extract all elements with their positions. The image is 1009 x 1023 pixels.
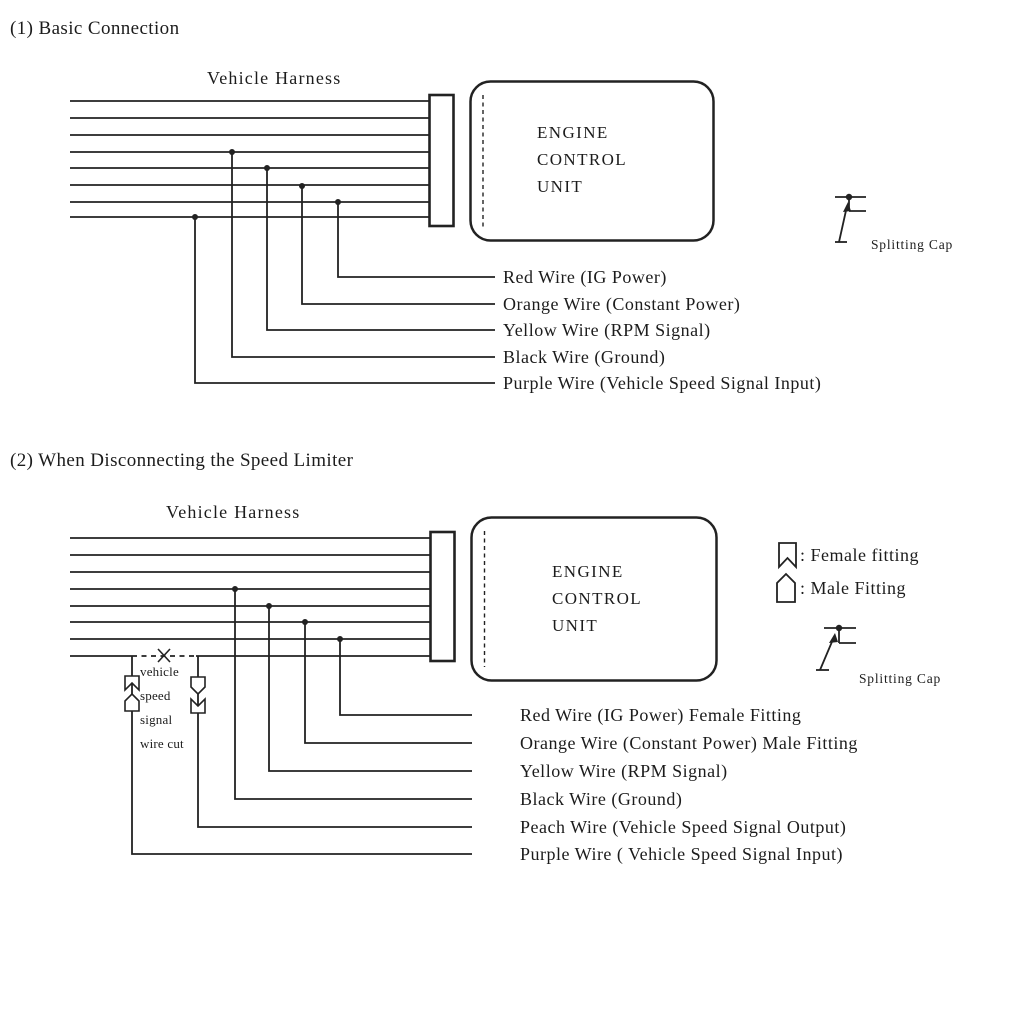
s2-ecu-box: [470, 516, 718, 682]
s2-wire-label-orange: Orange Wire (Constant Power) Male Fittin…: [520, 733, 858, 753]
female-fitting-icon: [190, 697, 206, 714]
section2-heading: (2) When Disconnecting the Speed Limiter: [10, 450, 354, 471]
s2-cut-note: vehicle speed signal wire cut: [140, 664, 184, 751]
s2-wire-label-peach: Peach Wire (Vehicle Speed Signal Output): [520, 817, 847, 837]
s1-wire-label-orange: Orange Wire (Constant Power): [503, 294, 741, 314]
s1-ecu-box: [469, 80, 715, 242]
s2-splitting-cap-icon: [816, 624, 856, 671]
cut-mark-icon: [157, 648, 171, 663]
s1-ecu-label: ENGINE CONTROL UNIT: [537, 123, 628, 196]
s2-wire-label-purple: Purple Wire ( Vehicle Speed Signal Input…: [520, 844, 844, 864]
s2-vehicle-harness-label: Vehicle Harness: [166, 502, 301, 522]
s1-wire-label-red: Red Wire (IG Power): [503, 267, 667, 287]
male-fitting-icon: [124, 692, 140, 712]
s1-tap-leads: [194, 152, 495, 384]
s2-harness-wires: [70, 537, 430, 640]
s2-tap-leads: [234, 589, 472, 800]
s2-wire-label-red: Red Wire (IG Power) Female Fitting: [520, 705, 802, 725]
s2-wire-label-yellow: Yellow Wire (RPM Signal): [520, 761, 728, 781]
s1-splitting-cap-label: Splitting Cap: [871, 237, 954, 252]
s1-connector-block: [428, 93, 455, 228]
legend-female-fitting-icon: [778, 542, 797, 570]
s2-ecu-label: ENGINE CONTROL UNIT: [552, 562, 643, 635]
s2-wire-fittings: [124, 675, 206, 714]
s1-harness-wires: [70, 100, 429, 218]
s1-wire-label-purple: Purple Wire (Vehicle Speed Signal Input): [503, 373, 822, 393]
legend-female-label: : Female fitting: [800, 545, 919, 565]
male-fitting-icon: [190, 676, 206, 696]
s1-wire-label-black: Black Wire (Ground): [503, 347, 666, 367]
legend-male-label: : Male Fitting: [800, 578, 906, 598]
s1-wire-label-yellow: Yellow Wire (RPM Signal): [503, 320, 711, 340]
s2-splice-taps: [232, 586, 343, 642]
s2-splitting-cap-label: Splitting Cap: [859, 671, 942, 686]
s2-wire-label-black: Black Wire (Ground): [520, 789, 683, 809]
s2-connector-block: [429, 530, 456, 663]
section1-heading: (1) Basic Connection: [10, 18, 180, 39]
legend-icons: [776, 542, 797, 603]
s1-vehicle-harness-label: Vehicle Harness: [207, 68, 342, 88]
legend-male-fitting-icon: [776, 572, 796, 603]
female-fitting-icon: [124, 675, 140, 692]
s1-splitting-cap-icon: [835, 193, 866, 243]
